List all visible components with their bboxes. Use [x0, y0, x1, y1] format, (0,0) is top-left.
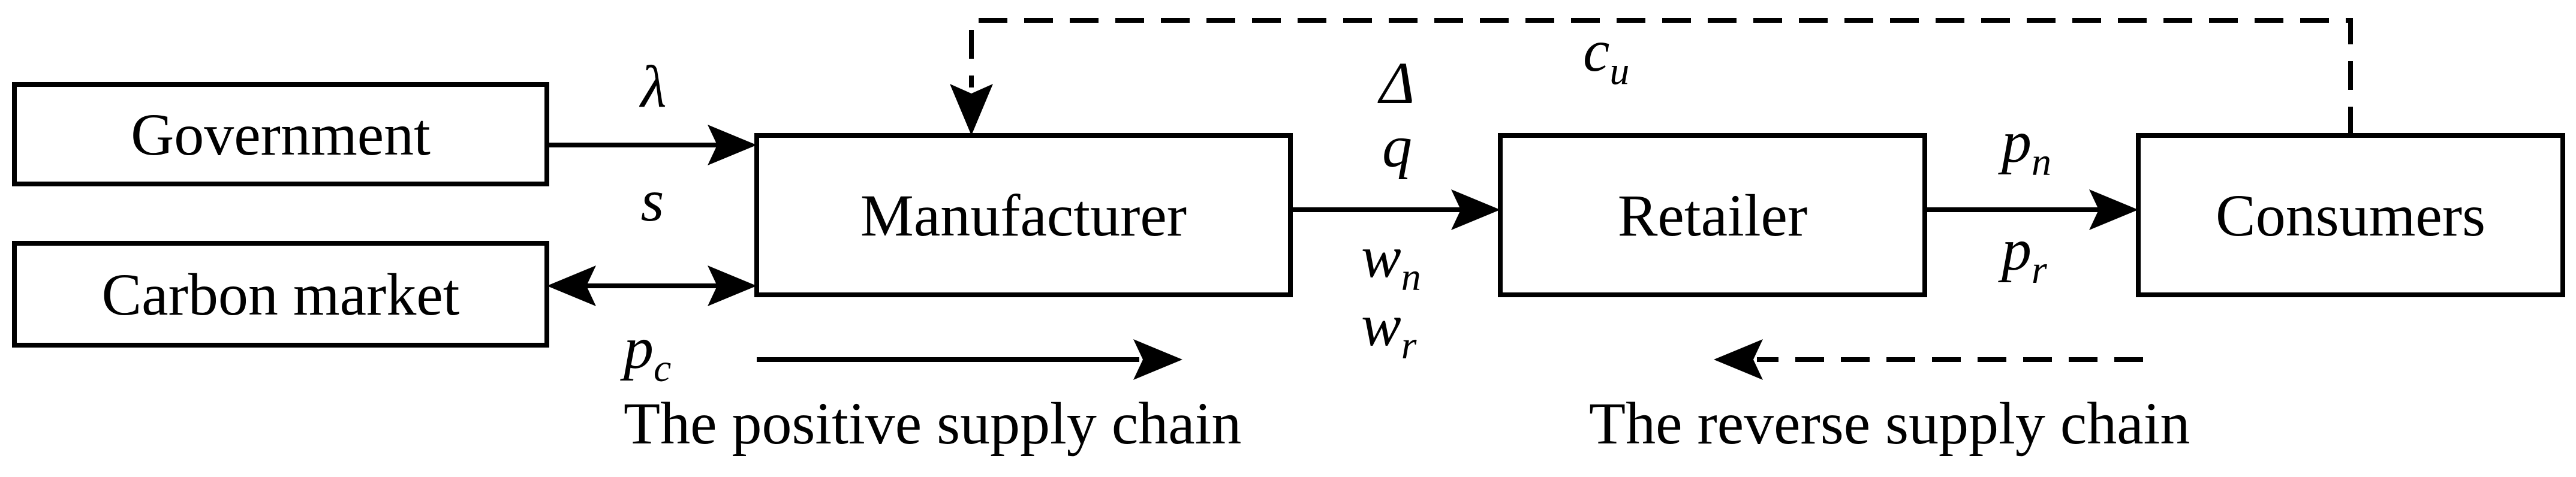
reverse-supply-chain-caption: The reverse supply chain	[1589, 390, 2190, 457]
pn-label: pn	[1998, 108, 2051, 184]
carbon-market-node: Carbon market	[12, 241, 549, 348]
government-to-manufacturer-arrow	[547, 125, 757, 165]
wr-label: wr	[1361, 292, 1417, 367]
government-node: Government	[12, 82, 549, 186]
s-label: s	[641, 167, 664, 234]
manufacturer-label: Manufacturer	[860, 182, 1187, 249]
pn-sub: n	[2032, 140, 2051, 184]
consumers-label: Consumers	[2216, 182, 2485, 249]
pr-label: pr	[1998, 216, 2047, 292]
consumers-to-manufacturer-dashed-loop	[950, 18, 2353, 135]
cu-main: c	[1583, 17, 1609, 84]
pc-main: p	[620, 315, 654, 381]
manufacturer-to-retailer-arrow	[1290, 189, 1500, 230]
lambda-label: λ	[639, 53, 666, 120]
q-label: q	[1382, 113, 1412, 180]
cu-sub: u	[1609, 49, 1629, 93]
delta-label: Δ	[1377, 50, 1415, 116]
wn-label: wn	[1361, 224, 1421, 299]
positive-supply-chain-arrow	[757, 339, 1182, 380]
wr-sub: r	[1401, 324, 1417, 367]
wn-sub: n	[1401, 255, 1421, 299]
retailer-to-consumers-arrow	[1925, 189, 2138, 230]
wr-main: w	[1361, 292, 1401, 358]
cu-label: cu	[1583, 17, 1629, 93]
manufacturer-node: Manufacturer	[754, 133, 1293, 297]
pc-sub: c	[654, 346, 671, 390]
carbon-market-label: Carbon market	[101, 261, 459, 328]
government-label: Government	[131, 101, 431, 168]
wn-main: w	[1361, 224, 1401, 290]
pr-sub: r	[2032, 248, 2047, 292]
pn-main: p	[1998, 108, 2032, 175]
consumers-node: Consumers	[2136, 133, 2565, 297]
reverse-supply-chain-arrow	[1714, 339, 2143, 380]
positive-supply-chain-caption: The positive supply chain	[624, 390, 1241, 457]
retailer-label: Retailer	[1618, 182, 1808, 249]
pc-label: pc	[620, 315, 671, 390]
carbon-market-manufacturer-double-arrow	[547, 265, 757, 306]
pr-main: p	[1998, 216, 2032, 283]
retailer-node: Retailer	[1498, 133, 1927, 297]
